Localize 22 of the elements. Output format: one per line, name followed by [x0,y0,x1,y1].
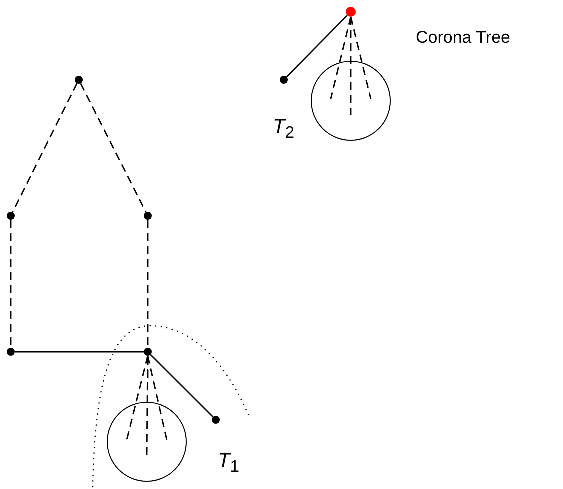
vertex-dot [144,212,152,220]
vertex-dot [280,76,288,84]
dashed-line [10,220,12,348]
vertex-dot [144,348,152,356]
solid-line [286,15,348,78]
vertex-dot [75,76,83,84]
dashed-line [147,220,149,348]
vertex-dot [7,212,15,220]
diagram-label: Corona Tree [416,28,510,48]
dashed-line [80,83,147,213]
vertex-dot [346,7,356,17]
vertex-dot [212,416,220,424]
dashed-cone-lines [330,16,372,116]
dashed-line [12,83,78,213]
solid-line [150,354,214,418]
vertex-dot [7,348,15,356]
dashed-cone-lines [126,355,168,457]
tree-label: T$_{1}$ [218,450,240,477]
tree-label: T$_{2}$ [273,116,294,143]
tree-circle [311,61,391,141]
solid-line [15,351,144,353]
tree-circle [107,402,187,482]
